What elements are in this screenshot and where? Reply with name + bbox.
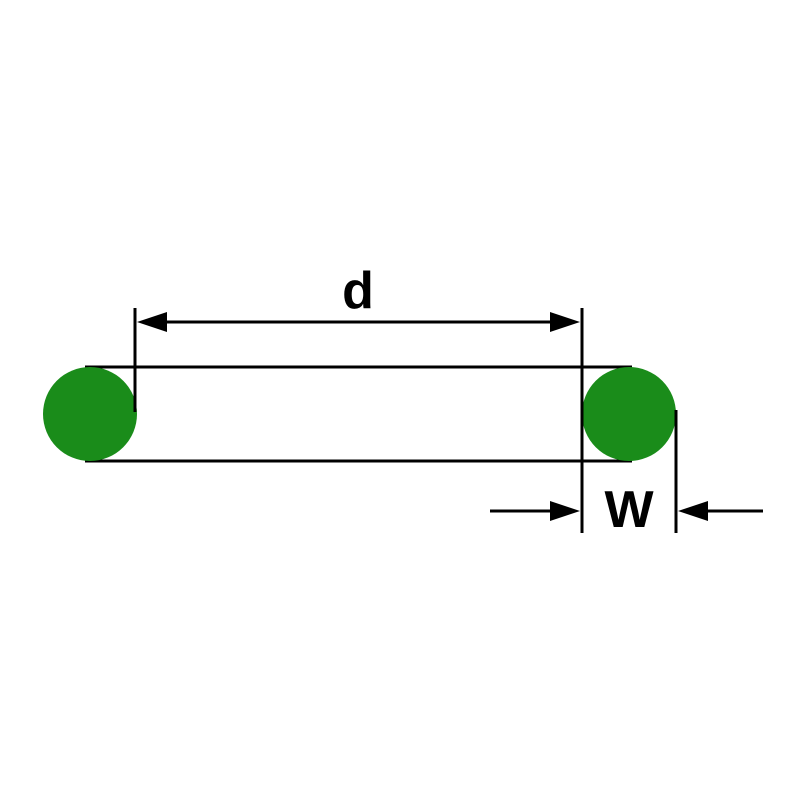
right-cross-section-circle xyxy=(582,367,676,461)
d-arrowhead-right xyxy=(550,312,580,332)
inner-diameter-label: d xyxy=(342,262,374,320)
d-arrowhead-left xyxy=(137,312,167,332)
w-arrowhead-right xyxy=(678,501,708,521)
cross-section-width-label: W xyxy=(604,481,654,539)
w-arrowhead-left xyxy=(550,501,580,521)
left-cross-section-circle xyxy=(43,367,137,461)
